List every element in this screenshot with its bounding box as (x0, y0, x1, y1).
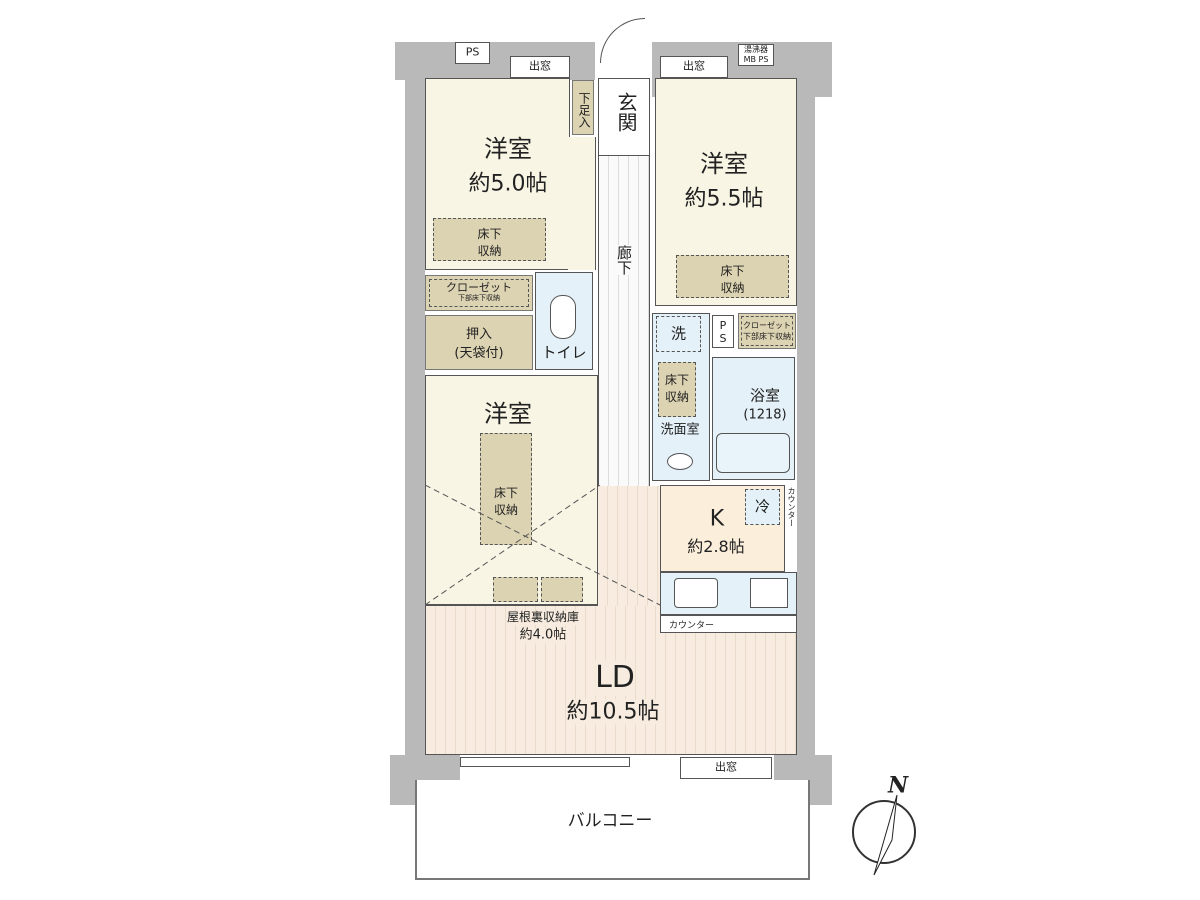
attic-label: 屋根裏収納庫 (506, 610, 580, 625)
closet-sub-label: 下部床下収納 (458, 294, 500, 302)
bath-size: (1218) (743, 407, 787, 423)
bay-window-label: 出窓 (683, 59, 705, 73)
washer-label: 洗 (670, 324, 687, 343)
sink-icon (667, 453, 693, 470)
north-arrow-icon (873, 794, 898, 876)
counter-side-label: カウンター (786, 487, 797, 557)
bathtub-icon (716, 433, 790, 473)
ld-size: 約10.5帖 (566, 699, 660, 725)
washer-space: 洗 (656, 316, 701, 352)
compass (852, 800, 916, 864)
kitchen-label: K (709, 506, 725, 532)
compass-label: N (887, 772, 909, 799)
attic-size: 約4.0帖 (519, 627, 567, 644)
bay-window-label: 出窓 (529, 59, 551, 73)
bath-label: 浴室 (749, 386, 781, 405)
closet-label: クローゼット (446, 281, 512, 294)
bedroom-3-name: 洋室 (484, 400, 532, 429)
closet-right[interactable]: クローゼット下部床下収納 (738, 313, 796, 349)
fridge-label: 冷 (754, 497, 771, 516)
shoe-storage: 下足入 (572, 80, 594, 135)
closet-left[interactable]: クローゼット下部床下収納 (425, 275, 533, 311)
entrance[interactable] (598, 78, 650, 156)
balcony-label: バルコニー (567, 811, 653, 832)
underfloor-storage-4: 床下 収納 (480, 433, 532, 545)
kitchen-size: 約2.8帖 (687, 536, 745, 556)
kitchen-sink-icon (674, 578, 718, 608)
balcony[interactable] (415, 780, 810, 880)
toilet-label: トイレ (541, 343, 587, 362)
closet-sub-label: 下部床下収納 (743, 332, 791, 341)
ps-middle: P S (712, 315, 734, 348)
attic-hatch (541, 577, 583, 602)
washroom-label: 洗面室 (660, 422, 700, 438)
living-dining-upper (598, 486, 660, 606)
hallway[interactable] (598, 156, 650, 486)
bedroom-1-name: 洋室 (484, 135, 532, 164)
bay-window-label: 出窓 (715, 760, 737, 774)
bedroom-2-size: 約5.5帖 (684, 186, 764, 212)
oshiire[interactable]: 押入 (天袋付) (425, 315, 533, 370)
underfloor-storage-2: 床下 収納 (676, 255, 789, 298)
ps-top: PS (455, 42, 490, 64)
underfloor-storage-3: 床下 収納 (658, 362, 696, 417)
counter-bottom-label: カウンター (660, 615, 797, 633)
stove-icon (750, 578, 788, 608)
bedroom-1-size: 約5.0帖 (468, 171, 548, 197)
water-heater-label: 湯沸器 (744, 45, 768, 54)
hallway-label: 廊下 (614, 245, 635, 275)
bedroom-1-ext (568, 137, 596, 270)
wall-right (797, 95, 815, 760)
mb-ps-label: MB PS (743, 55, 769, 64)
entrance-label: 玄関 (614, 92, 638, 132)
bay-window-left: 出窓 (510, 56, 570, 78)
bay-window-right: 出窓 (660, 56, 728, 78)
ps-label: PS (465, 45, 480, 59)
attic-outline (425, 485, 661, 606)
balcony-door[interactable] (460, 757, 630, 767)
front-door[interactable] (600, 18, 645, 63)
ld-label: LD (595, 659, 635, 696)
underfloor-storage-1: 床下 収納 (433, 218, 546, 261)
wall-left (405, 42, 425, 762)
bay-window-bottom: 出窓 (680, 757, 772, 779)
closet-label: クローゼット (743, 321, 791, 330)
bedroom-2-name: 洋室 (700, 150, 748, 179)
fridge-space: 冷 (745, 489, 780, 525)
toilet-bowl-icon (550, 295, 576, 339)
attic-hatch (493, 577, 538, 602)
